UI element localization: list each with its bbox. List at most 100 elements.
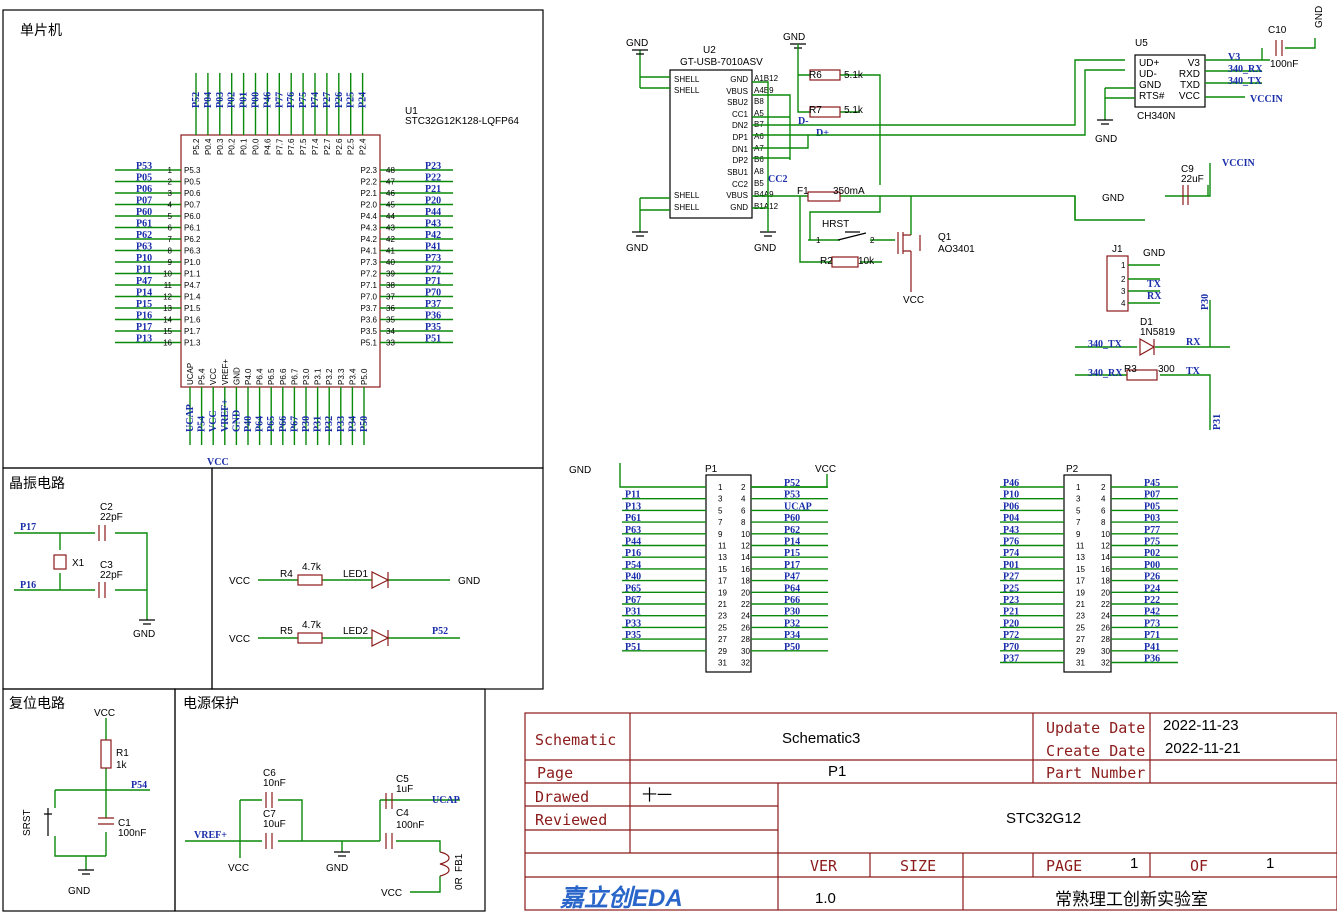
header-pin-num-right: 30 [741,647,750,656]
mcu-left-pin-num: 2 [168,178,173,187]
usb-body [669,69,753,219]
header-left-net: P63 [625,525,641,536]
header-left-net: P27 [1003,572,1019,583]
usb-right-pin-name: DN2 [732,121,749,130]
mcu-left-net: P14 [136,288,152,299]
mcu-right-pin-name: P3.5 [361,327,378,336]
mcu-top-net: P25 [346,92,357,108]
mcu-left-pin-num: 7 [168,235,173,244]
mcu-top-net: P00 [251,92,262,108]
d1-ref: D1 [1140,317,1153,328]
mcu-bottom-pin-name: VCC [209,368,218,385]
header-left-net: P37 [1003,654,1019,665]
osc-gnd: GND [133,629,155,640]
header-pin-num-left: 3 [718,495,723,504]
mcu-top-net: P02 [227,92,238,108]
r4-ref: R4 [280,569,293,580]
tb-of-label: OF [1190,857,1208,875]
header-right-net: P47 [784,572,800,583]
tb-create-label: Create Date [1046,742,1145,760]
header-right-net: P66 [784,595,800,606]
usb-connector-u2[interactable]: U2 GT-USB-7010ASV SHELLSHELLSHELLSHELLGN… [626,32,829,254]
mcu-left-net: P60 [136,207,152,218]
usb-ref: U2 [703,45,716,56]
header-right-net: P24 [1144,583,1160,594]
mcu-top-net: P77 [274,92,285,108]
mcu-bottom-pin-name: P6.6 [279,368,288,385]
c3-value: 22pF [100,570,123,581]
j1-body [1106,255,1129,312]
mcu-right-pin-num: 38 [386,281,395,290]
f1-body [807,191,841,202]
header-pin-num-left: 1 [1076,483,1081,492]
usb-wiring: R6 5.1k R7 5.1k F1 350mA R2 10k HRST 1 2… [752,44,1125,306]
r5-value: 4.7k [302,620,322,631]
mcu-left-pin-name: P1.6 [184,316,201,325]
header-pin-num-right: 24 [1101,612,1110,621]
header-pin-num-right: 4 [1101,495,1106,504]
c2-ref: C2 [100,502,113,513]
mcu-top-pin-name: P0.3 [216,138,225,155]
header-pin-num-left: 15 [1076,565,1085,574]
ch340-body [1134,54,1206,108]
header-pin-num-left: 5 [1076,506,1081,515]
ch340-gnd: GND [1095,134,1117,145]
tb-schematic-label: Schematic [535,731,616,749]
mcu-right-pin-name: P2.1 [361,189,378,198]
reset-frame [2,688,176,912]
q1-value: AO3401 [938,244,975,255]
mcu-right-pin-num: 48 [386,166,395,175]
header-left-net: P06 [1003,501,1019,512]
led-wires [258,579,460,639]
header-right-net: P53 [784,490,800,501]
c6-ref: C6 [263,768,276,779]
header-pin-num-right: 10 [741,530,750,539]
mcu-top-net: P74 [310,92,321,108]
mcu-left-pin-name: P5.3 [184,166,201,175]
mcu-bottom-net: P66 [278,416,289,432]
q1-ref: Q1 [938,232,952,243]
ch340-right-pin: RXD [1179,69,1200,80]
header-pin-num-left: 27 [718,635,727,644]
tb-update-label: Update Date [1046,719,1145,737]
d1-r3-wires [1075,300,1230,430]
header-pin-num-left: 21 [718,600,727,609]
hrst-pin2: 2 [870,236,875,245]
header-pin-num-left: 15 [718,565,727,574]
r5-ref: R5 [280,626,293,637]
mcu-bottom-pin-name: GND [232,367,241,385]
mcu-right-pin-num: 45 [386,201,395,210]
header-pin-num-left: 19 [718,588,727,597]
usb-net-wires [752,44,1125,263]
header-right-net: P00 [1144,560,1160,571]
mcu-top-pin-name: P0.4 [204,138,213,155]
fb1-value: 0R [454,877,465,890]
osc-wires [14,532,148,620]
mcu-right-pin-num: 47 [386,178,395,187]
usb-right-pin-name: DP2 [732,156,748,165]
mcu-left-pin-name: P1.3 [184,339,201,348]
d1-symbol [1139,337,1156,357]
mcu-left-net: P15 [136,299,152,310]
mcu-bottom-net: UCAP [185,404,196,432]
mcu-right-pin-num: 39 [386,270,395,279]
r2-ref: R2 [820,256,833,267]
d1-value: 1N5819 [1140,327,1175,338]
mcu-right-pin-name: P2.0 [361,201,378,210]
mcu-bottom-net: VCC [208,410,219,432]
mcu-vcc-label: VCC [207,457,229,468]
mcu-top-net: P76 [286,92,297,108]
header-pin-num-left: 9 [718,530,723,539]
header-right-net: P71 [1144,630,1160,641]
mcu-left-pin-num: 8 [168,247,173,256]
header-left-net: P44 [625,537,641,548]
header-pin-num-right: 4 [741,495,746,504]
power-frame [174,688,486,912]
mcu-bottom-net: VREF+ [220,399,231,432]
ch340-v3: V3 [1228,52,1240,63]
header-right-net: P42 [1144,607,1160,618]
